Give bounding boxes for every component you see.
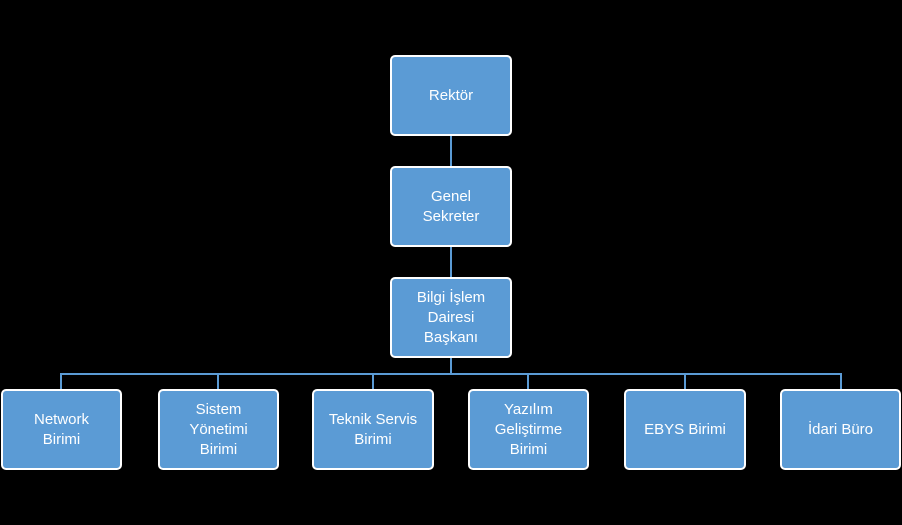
- node-yazilim-gelistirme-birimi: Yazılım Geliştirme Birimi: [468, 389, 589, 470]
- node-network-birimi: Network Birimi: [1, 389, 122, 470]
- node-idari-buro: İdari Büro: [780, 389, 901, 470]
- node-ebys-birimi: EBYS Birimi: [624, 389, 746, 470]
- node-rektor: Rektör: [390, 55, 512, 136]
- node-genel-sekreter: Genel Sekreter: [390, 166, 512, 247]
- node-teknik-servis-birimi: Teknik Servis Birimi: [312, 389, 434, 470]
- node-sistem-yonetimi-birimi: Sistem Yönetimi Birimi: [158, 389, 279, 470]
- node-bilgi-islem-dairesi-baskani: Bilgi İşlem Dairesi Başkanı: [390, 277, 512, 358]
